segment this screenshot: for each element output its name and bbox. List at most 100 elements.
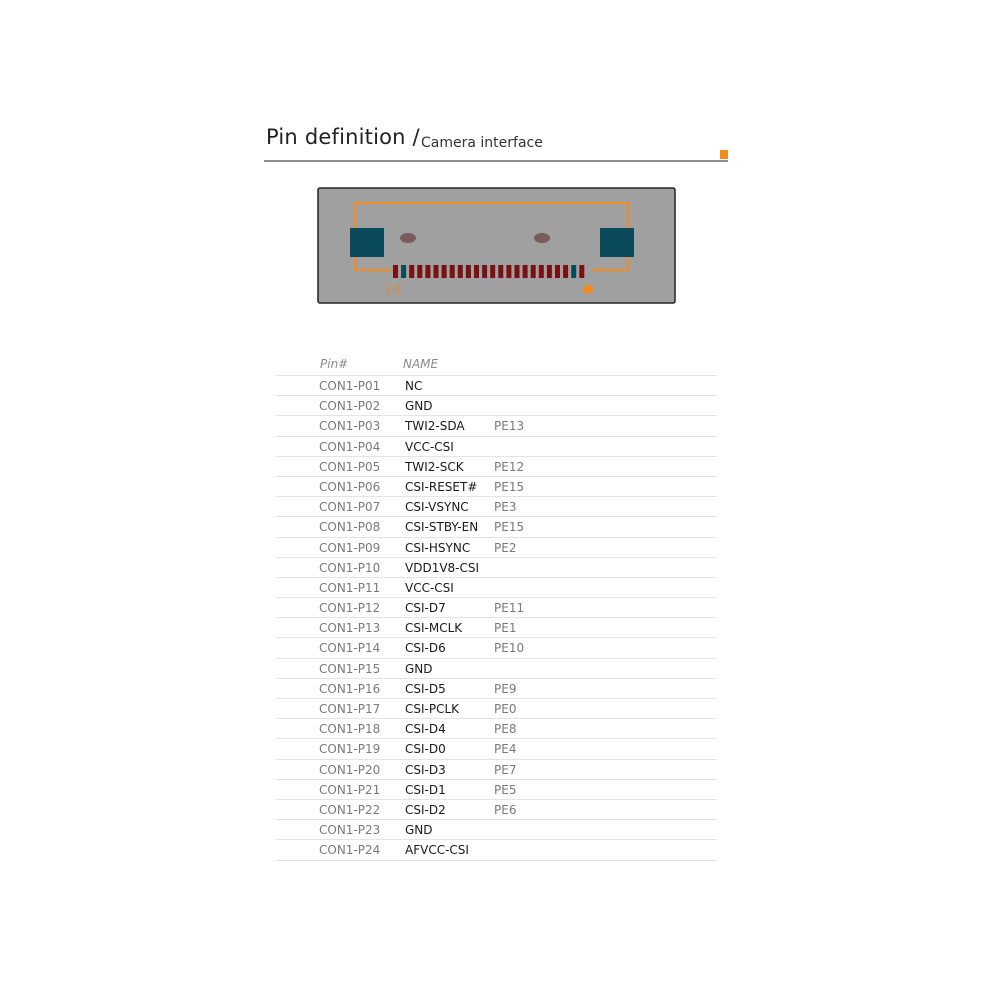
header-accent-square [720,150,728,159]
table-row: CON1-P03 TWI2-SDA PE13 [276,416,717,437]
connector-pin [482,265,488,278]
pin-number: CON1-P06 [319,479,381,494]
connector-pin [449,265,455,278]
connector-pin [546,265,552,278]
pin-gpio: PE7 [494,762,517,777]
connector-pin [579,265,585,278]
table-row: CON1-P23 GND [276,820,717,841]
pin-name: GND [405,823,433,838]
pin-name: NC [405,379,423,393]
pin-number: CON1-P01 [319,379,381,393]
page-subtitle: Camera interface [421,135,543,151]
pin-number: CON1-P04 [319,439,381,454]
pin-number: CON1-P24 [319,843,381,858]
pin-name: CSI-MCLK [405,621,463,636]
pin-gpio: PE3 [494,500,517,515]
pin-number: CON1-P21 [319,782,381,797]
pin-name: CSI-D4 [405,722,446,737]
connector-pin [522,265,528,278]
table-row: CON1-P01 NC [276,376,717,397]
table-row: CON1-P22 CSI-D2 PE6 [276,800,717,821]
connector-pin [474,265,479,278]
table-row: CON1-P10 VDD1V8-CSI [276,558,717,578]
pin-name: CSI-D2 [405,802,446,817]
pin-number: CON1-P22 [319,802,381,817]
connector-pin [465,265,471,278]
connector-outline-left [354,257,391,271]
pin-number: CON1-P18 [319,722,381,737]
pin-number: CON1-P19 [319,742,381,757]
pin-name: CSI-D1 [405,782,446,797]
connector-pin [409,265,415,278]
connector-pin [514,265,520,278]
connector-pin [538,265,544,278]
connector-pin [433,265,439,278]
pin-number: CON1-P05 [319,459,381,474]
header-name: NAME [403,357,439,371]
pin-number: CON1-P13 [319,621,381,636]
mount-pad-right [600,228,634,257]
table-row: CON1-P02 GND [276,396,717,417]
pin-name: VDD1V8-CSI [405,560,480,575]
pin-name: GND [405,399,433,414]
pin-name: VCC-CSI [405,580,454,595]
pin-name: CSI-STBY-EN [405,520,479,535]
connector-pin [490,265,496,278]
mount-pad-left [350,228,384,257]
pin-number: CON1-P15 [319,661,381,676]
pin-name: CSI-VSYNC [405,500,469,515]
pin-gpio: PE13 [494,419,525,434]
pin-number: CON1-P11 [319,580,381,595]
pin-number: CON1-P02 [319,399,381,414]
connector-pin [571,265,577,278]
connector-pin [425,265,431,278]
pin-gpio: PE2 [494,540,517,555]
connector-body [317,187,676,304]
pin-gpio: PE4 [494,742,517,757]
pin-name: CSI-D5 [405,681,446,696]
pin-number: CON1-P03 [319,419,381,434]
connector-pin [457,265,463,278]
pin-name: CSI-D3 [405,762,446,777]
connector-pin [417,265,423,278]
mount-hole-left [400,233,416,243]
page-title: Pin definition / [266,125,420,149]
header-pin: Pin# [320,357,349,371]
connector-pin [506,265,512,278]
table-row: CON1-P18 CSI-D4 PE8 [276,719,717,740]
pin-gpio: PE6 [494,802,517,817]
pin-number: CON1-P23 [319,823,381,838]
mount-hole-right [534,233,550,243]
pin-number: CON1-P17 [319,702,381,716]
pin-gpio: PE15 [494,520,525,535]
pin-number: CON1-P10 [319,560,381,575]
connector-pin [441,265,447,278]
pin-number: CON1-P12 [319,601,381,616]
pin-name: TWI2-SDA [405,419,465,434]
connector-pin [401,265,407,278]
pin-1-marker [583,284,593,293]
page-header: Pin definition / Camera interface [264,125,728,161]
pin-name: AFVCC-CSI [405,843,469,858]
pin-name: CSI-HSYNC [405,540,471,555]
connector-pin [393,265,398,278]
pin-gpio: PE8 [494,722,517,737]
connector-outline-right [592,257,629,271]
pin-name: CSI-D6 [405,641,446,656]
table-row: CON1-P09 CSI-HSYNC PE2 [276,538,717,558]
pin-number: CON1-P09 [319,540,381,555]
pin-gpio: PE12 [494,459,525,474]
pin-name: VCC-CSI [405,439,454,454]
table-row: CON1-P04 VCC-CSI [276,437,717,457]
